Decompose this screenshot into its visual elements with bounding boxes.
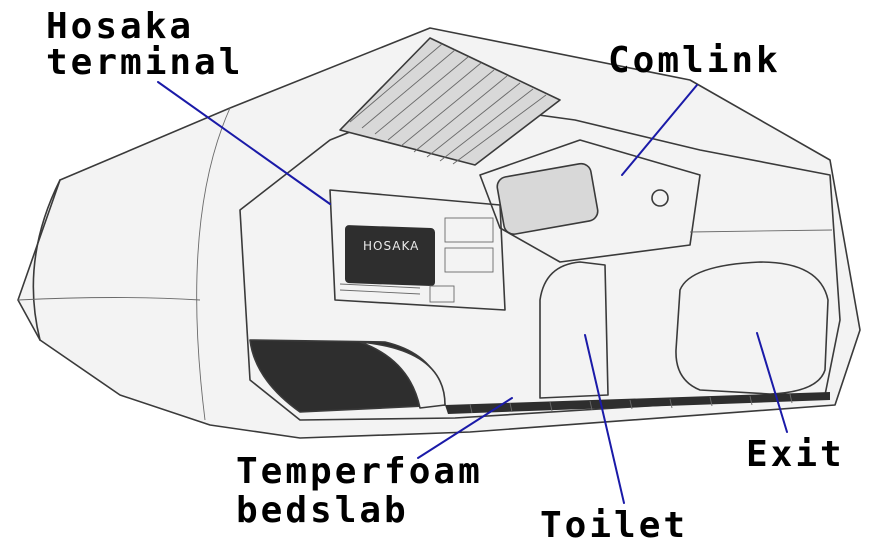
- label-hosaka-line2: terminal: [46, 42, 243, 83]
- label-exit: Exit: [746, 434, 845, 475]
- label-toilet: Toilet: [540, 505, 688, 546]
- terminal-screen: [345, 225, 435, 286]
- label-temperfoam-line1: Temperfoam: [236, 451, 483, 492]
- label-comlink: Comlink: [608, 40, 781, 81]
- terminal-screen-text: HOSAKA: [363, 239, 419, 253]
- capsule-illustration: HOSAKA: [18, 28, 860, 438]
- label-hosaka-line1: Hosaka: [46, 6, 194, 47]
- label-temperfoam-line2: bedslab: [236, 490, 409, 531]
